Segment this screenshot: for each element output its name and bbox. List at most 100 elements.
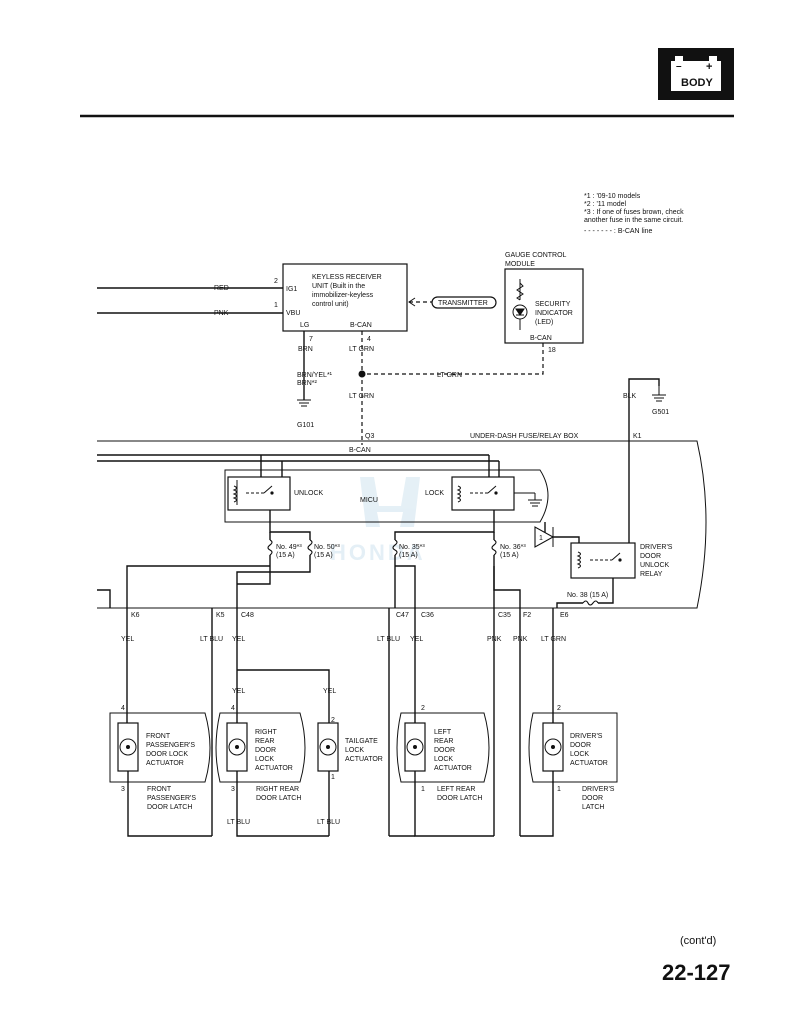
pin-bcan-label: B-CAN <box>350 322 372 329</box>
keyless-label-3: immobilizer-keyless <box>312 292 374 299</box>
tg-ltblu-label: LT BLU <box>317 819 340 826</box>
fuse-50-amp: (15 A) <box>314 552 333 559</box>
wire-k6-label: YEL <box>121 636 134 643</box>
transmitter-label: TRANSMITTER <box>438 300 488 307</box>
wire-blk <box>628 378 660 445</box>
wire-c48-label: YEL <box>232 636 245 643</box>
drv-line-1: DRIVER'S <box>570 733 603 740</box>
fuse-49-label: No. 49*³ <box>276 544 302 551</box>
fuse-50-icon <box>307 539 313 566</box>
q3-label: Q3 <box>365 433 374 440</box>
battery-plus: + <box>706 61 712 73</box>
gauge-wire-label: LT GRN <box>437 372 462 379</box>
body-badge: – + BODY <box>658 48 734 100</box>
battery-minus: – <box>676 61 682 72</box>
rr-line-4: LOCK <box>255 756 274 763</box>
gauge-bcan-label: B-CAN <box>530 335 552 342</box>
ground-g101-label: G101 <box>297 422 314 429</box>
relay-label-1: DRIVER'S <box>640 544 673 551</box>
tg-line-2: LOCK <box>345 747 364 754</box>
bus-left-stub <box>97 589 111 608</box>
rr-ltblu-label: LT BLU <box>227 819 250 826</box>
fp-latch-2: PASSENGER'S <box>147 795 196 802</box>
left-rear-latch-outline <box>396 712 490 783</box>
wire-brnyel-label: BRN/YEL*¹ <box>297 372 333 379</box>
fusebox-bcan-label: B-CAN <box>349 447 371 454</box>
wire-c47-label: LT BLU <box>377 636 400 643</box>
connector-k5: K5 <box>216 612 225 619</box>
rr-line-1: RIGHT <box>255 729 278 736</box>
wire-brn-label: BRN <box>298 346 313 353</box>
fuse-35-icon <box>392 539 398 566</box>
badge-label: BODY <box>681 77 713 89</box>
rr-latch-2: DOOR LATCH <box>256 795 301 802</box>
note-3: *3 : If one of fuses brown, check <box>584 209 684 216</box>
rr-pin-bot: 3 <box>231 786 235 793</box>
tailgate-motor-icon <box>319 738 337 756</box>
note-1: *1 : '09-10 models <box>584 193 641 200</box>
drv-latch-3: LATCH <box>582 804 604 811</box>
lr-latch-2: DOOR LATCH <box>437 795 482 802</box>
drv-latch-1: DRIVER'S <box>582 786 615 793</box>
lock-out <box>394 510 495 540</box>
wire-tg-yel-label: YEL <box>323 688 336 695</box>
unlock-relay <box>227 455 291 511</box>
gauge-pin-number: 18 <box>548 347 556 354</box>
bus-f2 <box>493 566 521 608</box>
keyless-receiver-unit: KEYLESS RECEIVER UNIT (Built in the immo… <box>274 263 408 343</box>
gauge-title-2: MODULE <box>505 261 535 268</box>
indicator-line-1: SECURITY <box>535 301 571 308</box>
wire-k5-label: LT BLU <box>200 636 223 643</box>
ground-g501-icon <box>652 386 666 402</box>
right-rear-latch-outline <box>215 712 306 783</box>
diode-to-relay <box>553 536 580 543</box>
connector-c35: C35 <box>498 612 511 619</box>
wire-e6-label: LT GRN <box>541 636 566 643</box>
fp-latch-3: DOOR LATCH <box>147 804 192 811</box>
ground-g501-label: G501 <box>652 409 669 416</box>
drivers-door-unlock-relay <box>570 542 636 579</box>
right-rear-motor-icon <box>228 738 246 756</box>
lr-line-4: LOCK <box>434 756 453 763</box>
rr-latch-1: RIGHT REAR <box>256 786 299 793</box>
watermark-text: HONDA <box>330 540 426 565</box>
fp-bottom-lead <box>127 771 212 837</box>
fuse-49-icon <box>267 532 273 566</box>
lr-latch-1: LEFT REAR <box>437 786 475 793</box>
diode-icon <box>534 526 555 548</box>
wire-f2-label: PNK <box>513 636 528 643</box>
bus-k5 <box>236 566 311 608</box>
page-number: 22-127 <box>662 960 731 985</box>
bus-c48 <box>237 566 271 585</box>
lr-line-1: LEFT <box>434 729 452 736</box>
pin-lg-label: LG <box>300 322 309 329</box>
pin-bcan-number: 4 <box>367 336 371 343</box>
lr-line-5: ACTUATOR <box>434 765 472 772</box>
relay-label-2: DOOR <box>640 553 661 560</box>
continued-label: (cont'd) <box>680 935 716 947</box>
connector-c36: C36 <box>421 612 434 619</box>
fp-line-2: PASSENGER'S <box>146 742 195 749</box>
fp-line-3: DOOR LOCK <box>146 751 188 758</box>
keyless-label-1: KEYLESS RECEIVER <box>312 274 382 281</box>
wire-pnk-label: PNK <box>214 310 229 317</box>
wire-blk-label: BLK <box>623 393 637 400</box>
lr-bottom-lead <box>414 771 494 837</box>
wire-c35-label: PNK <box>487 636 502 643</box>
bcan-ltgrn-label-2: LT GRN <box>349 393 374 400</box>
pin-lg-number: 7 <box>309 336 313 343</box>
relay-label-4: RELAY <box>640 571 663 578</box>
indicator-line-3: (LED) <box>535 319 553 326</box>
gauge-control-module: GAUGE CONTROL MODULE SECURITY INDICATOR … <box>504 252 584 344</box>
pin-vbu-label: VBU <box>286 310 300 317</box>
transmitter-badge <box>431 296 497 309</box>
lr-pin-bot: 1 <box>421 786 425 793</box>
front-passenger-latch-outline <box>109 712 211 783</box>
lock-label: LOCK <box>425 490 444 497</box>
notes: *1 : '09-10 models *2 : '11 model *3 : I… <box>584 193 684 235</box>
lr-pin-top: 2 <box>421 705 425 712</box>
bus-c36 <box>395 565 416 608</box>
drv-pin-top: 2 <box>557 705 561 712</box>
keyless-label-2: UNIT (Built in the <box>312 283 365 290</box>
connector-e6: E6 <box>560 612 569 619</box>
